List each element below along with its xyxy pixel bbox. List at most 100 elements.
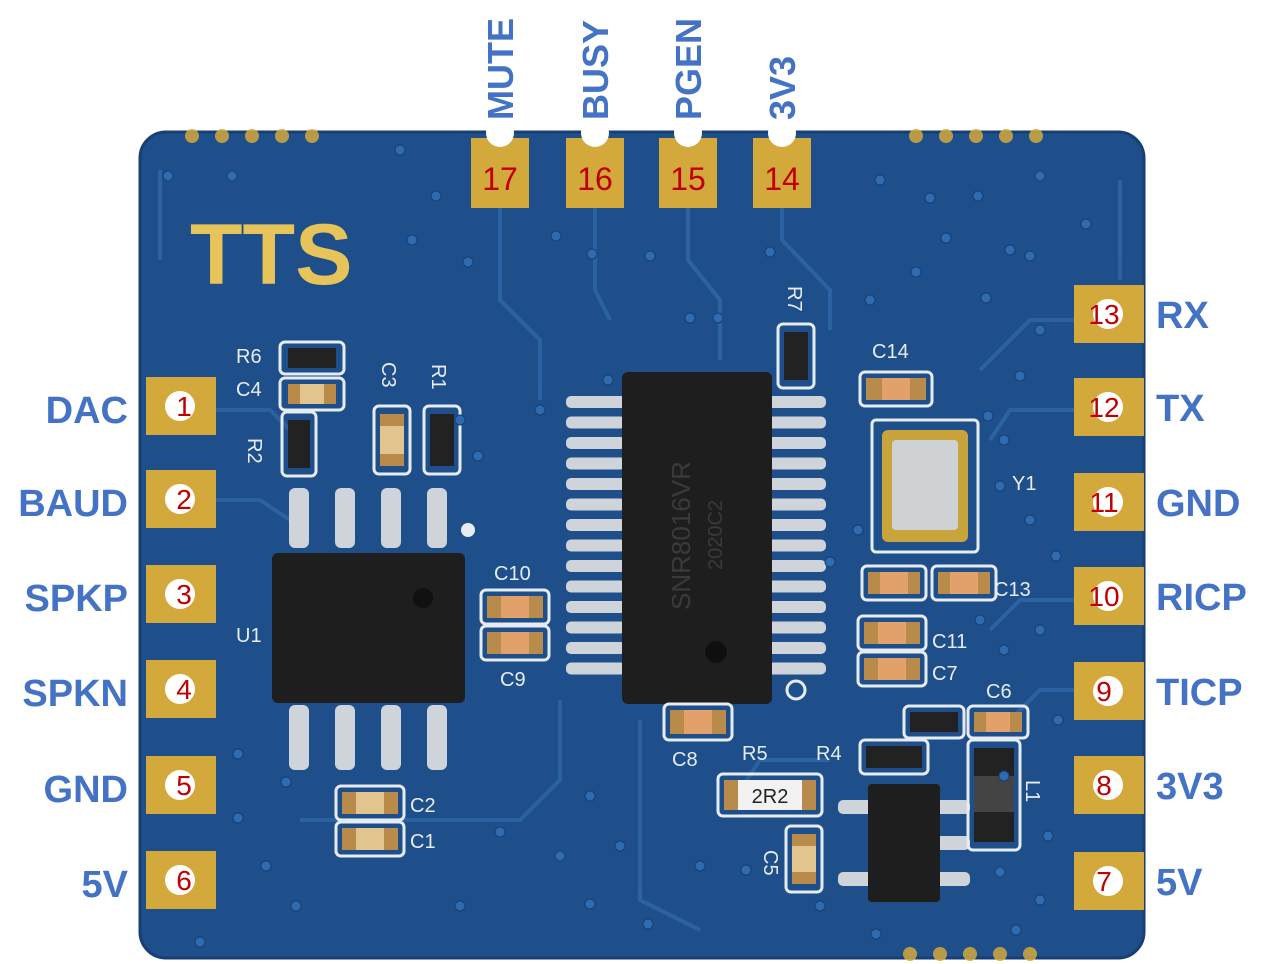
via <box>824 556 836 568</box>
via <box>1034 894 1046 906</box>
top-pin-labels: MUTE BUSY PGEN 3V3 <box>480 18 803 120</box>
pin-number: 6 <box>176 865 192 896</box>
via <box>994 480 1006 492</box>
via <box>462 256 474 268</box>
chip-lead <box>566 580 626 593</box>
pin-number: 5 <box>176 770 192 801</box>
chip-lead <box>768 478 826 490</box>
ref-c3: C3 <box>377 362 399 388</box>
pin-label: RX <box>1156 295 1209 337</box>
via <box>998 434 1010 446</box>
chip-lead <box>768 580 826 593</box>
via <box>1014 370 1026 382</box>
via <box>910 266 922 278</box>
via <box>1034 624 1046 636</box>
pin-number: 17 <box>482 161 518 197</box>
pad-15 <box>659 138 717 208</box>
via <box>814 900 826 912</box>
via <box>584 790 596 802</box>
via <box>864 294 876 306</box>
pin-label: TICP <box>1156 672 1243 714</box>
via <box>764 246 776 258</box>
ref-c6: C6 <box>986 681 1012 703</box>
ref-c9: C9 <box>500 669 526 691</box>
pin-number: 16 <box>577 161 613 197</box>
ref-l1: L1 <box>1021 780 1043 802</box>
chip-lead <box>768 560 826 572</box>
via <box>550 230 562 242</box>
ref-r7: R7 <box>783 286 805 312</box>
chip-lead <box>566 662 626 675</box>
ref-c5: C5 <box>759 850 781 876</box>
chip-lead <box>768 416 826 429</box>
via <box>1004 244 1016 256</box>
chip-lead <box>566 478 626 490</box>
pin-label: DAC <box>46 390 128 432</box>
ref-c1: C1 <box>410 831 436 853</box>
pin-number: 10 <box>1088 581 1119 612</box>
chip-lead <box>566 539 626 552</box>
via <box>554 850 566 862</box>
via <box>194 936 206 948</box>
via <box>870 928 882 940</box>
chip-lead <box>566 519 626 531</box>
via <box>1034 324 1046 336</box>
resistor-marking: 2R2 <box>752 786 789 808</box>
via <box>980 292 992 304</box>
pin-label: SPKN <box>22 673 128 715</box>
pin-label: 5V <box>82 864 129 906</box>
via <box>642 918 654 930</box>
via <box>280 776 292 788</box>
pad-17 <box>471 138 529 208</box>
via <box>1050 550 1062 562</box>
chip-lead <box>768 642 826 654</box>
via <box>584 898 596 910</box>
pin-number: 8 <box>1096 770 1112 801</box>
pin-label: GND <box>1156 483 1240 525</box>
crystal-y1 <box>870 418 980 554</box>
via <box>614 840 626 852</box>
chip-lead <box>566 457 626 470</box>
ref-r2: R2 <box>243 438 265 464</box>
ref-c7: C7 <box>932 663 958 685</box>
pin-label: 3V3 <box>762 56 803 120</box>
ref-r5: R5 <box>742 743 768 765</box>
via <box>602 374 614 386</box>
top-pad-holes <box>486 119 796 147</box>
pin-label: PGEN <box>668 18 709 120</box>
chip-lead <box>768 396 826 408</box>
chip-lead <box>566 642 626 654</box>
pin-number: 9 <box>1096 676 1112 707</box>
via <box>1042 830 1054 842</box>
via <box>998 770 1010 782</box>
pin-label: 5V <box>1156 862 1203 904</box>
via <box>940 232 952 244</box>
chip-lead <box>768 662 826 675</box>
via <box>162 170 174 182</box>
via <box>232 812 244 824</box>
pin-label: GND <box>44 769 128 811</box>
top-pin-numbers: 17 16 15 14 <box>482 161 800 197</box>
via <box>260 860 272 872</box>
chip-lead <box>768 519 826 531</box>
ref-r6: R6 <box>236 346 262 368</box>
pin-label: RICP <box>1156 577 1247 619</box>
chip-u1 <box>272 488 475 770</box>
pin-number: 2 <box>176 484 192 515</box>
via <box>494 826 506 838</box>
regulator-chip <box>838 784 970 902</box>
right-pin-labels: RX TX GND RICP TICP 3V3 5V <box>1156 295 1247 904</box>
chip-lead <box>768 621 826 634</box>
via <box>852 524 864 536</box>
chip-lead <box>566 601 626 613</box>
pin-number: 3 <box>176 579 192 610</box>
via <box>1024 250 1036 262</box>
via <box>472 450 484 462</box>
edge-vias <box>185 129 1043 961</box>
pin-label: MUTE <box>480 18 521 120</box>
via <box>1080 218 1092 230</box>
via <box>1010 924 1022 936</box>
via <box>974 614 986 626</box>
chip-lead <box>566 396 626 408</box>
via <box>406 234 418 246</box>
